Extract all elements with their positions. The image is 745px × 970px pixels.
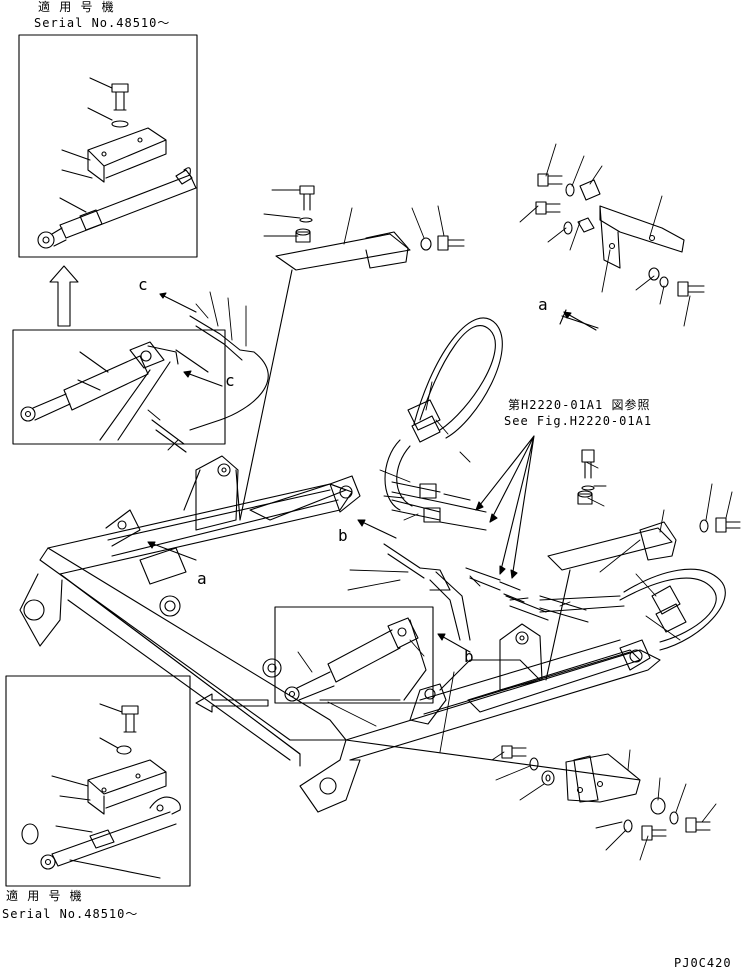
callout-a-top: a [538, 295, 548, 314]
top-inset-serial-label: Serial No.48510～ [34, 16, 171, 30]
bottom-inset-applicable-label: 適 用 号 機 [6, 889, 83, 903]
callout-a-main: a [197, 569, 207, 588]
hardware-top-right [536, 174, 704, 328]
callout-arrows [148, 293, 596, 652]
middle-inset-cylinder [21, 342, 208, 440]
hydraulic-hoses [190, 318, 725, 650]
bottom-inset-serial-label: Serial No.48510～ [2, 907, 139, 921]
inset-up-arrow [50, 266, 78, 326]
bottom-inset-cylinder [22, 704, 180, 878]
hose-fittings [152, 316, 686, 632]
callout-c-inset: c [225, 371, 235, 390]
hardware-mid-right [546, 450, 740, 680]
main-frame [20, 456, 660, 812]
lift-cylinder-detail [285, 618, 426, 701]
callout-b-right: b [464, 647, 474, 666]
callout-c-top: c [138, 275, 148, 294]
middle-inset-box [13, 330, 225, 444]
bottom-inset-box [6, 676, 190, 886]
callout-b-left: b [338, 526, 348, 545]
top-inset-applicable-label: 適 用 号 機 [38, 0, 115, 14]
top-inset-box [19, 35, 197, 257]
hardware-top-middle [240, 186, 464, 520]
drawing-code: PJ0C420 [674, 956, 732, 970]
inset-left-arrow [196, 694, 268, 712]
reference-en-label: See Fig.H2220-01A1 [504, 414, 653, 428]
cylinder-detail-frame [275, 607, 433, 703]
hardware-bottom-right [346, 740, 710, 840]
top-inset-cylinder [38, 78, 196, 248]
reference-jp-label: 第H2220-01A1 図参照 [508, 398, 651, 412]
leader-lines [148, 144, 732, 860]
